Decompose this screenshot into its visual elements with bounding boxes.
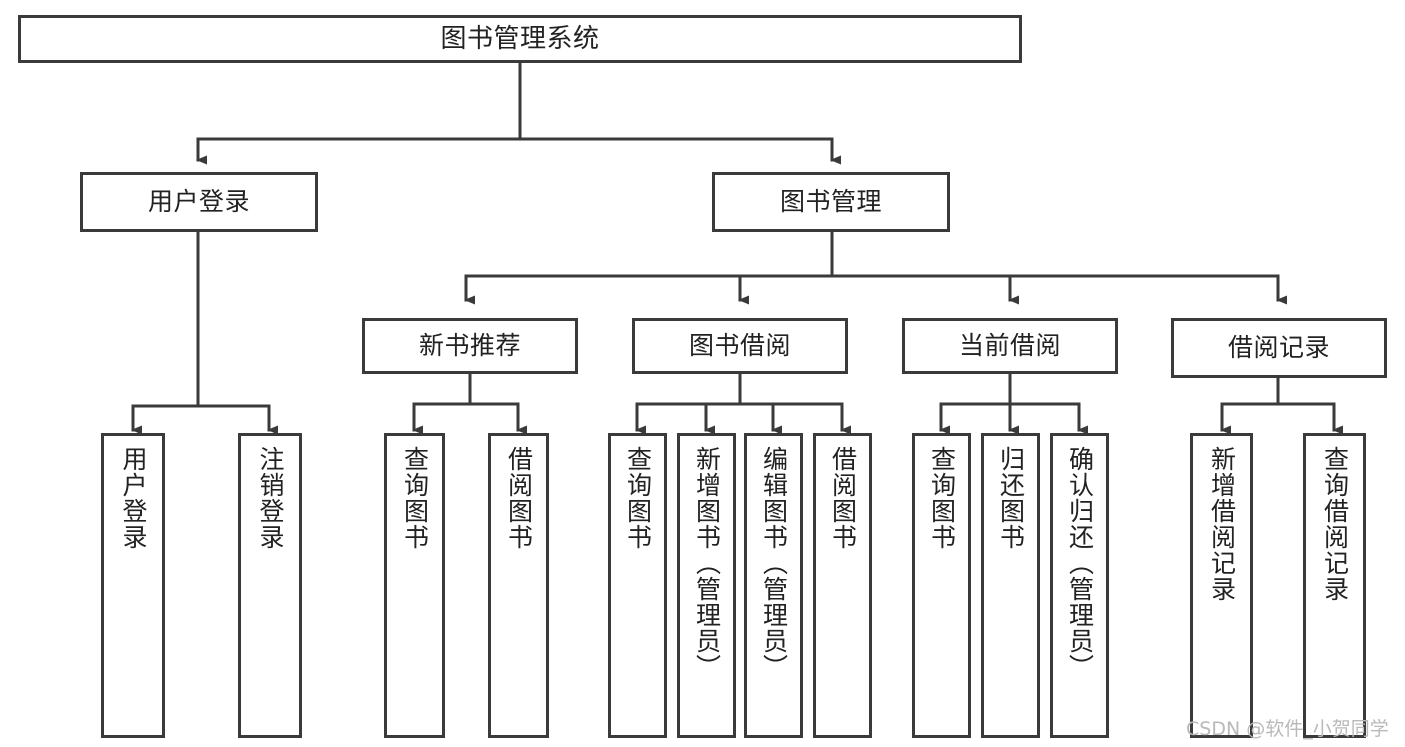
node-book-manage[interactable]: 图书管理 xyxy=(712,172,950,232)
node-label: 用户登录 xyxy=(147,187,250,217)
leaf-user-login[interactable]: 用户登录 xyxy=(101,433,165,738)
node-root-system[interactable]: 图书管理系统 xyxy=(18,15,1022,63)
node-borrow-record[interactable]: 借阅记录 xyxy=(1171,318,1387,378)
node-label: 查询借阅记录 xyxy=(1320,446,1350,602)
leaf-add-book[interactable]: 新增图书（管理员） xyxy=(677,433,736,738)
leaf-query-book-borrow[interactable]: 查询图书 xyxy=(608,433,667,738)
node-label: 当前借阅 xyxy=(958,331,1061,361)
leaf-edit-book[interactable]: 编辑图书（管理员） xyxy=(744,433,803,738)
node-label: 编辑图书（管理员） xyxy=(759,446,789,680)
node-label: 图书借阅 xyxy=(688,331,791,361)
node-label: 借阅图书 xyxy=(504,446,534,550)
leaf-add-borrow-record[interactable]: 新增借阅记录 xyxy=(1190,433,1253,738)
node-label: 注销登录 xyxy=(256,446,285,550)
node-label: 图书管理 xyxy=(779,187,882,217)
node-label: 查询图书 xyxy=(623,446,653,550)
node-label: 新增图书（管理员） xyxy=(692,446,722,680)
node-current-borrow[interactable]: 当前借阅 xyxy=(902,318,1118,374)
leaf-query-borrow-record[interactable]: 查询借阅记录 xyxy=(1303,433,1366,738)
leaf-query-book-recommend[interactable]: 查询图书 xyxy=(384,433,445,738)
node-label: 借阅记录 xyxy=(1227,333,1330,363)
leaf-confirm-return[interactable]: 确认归还（管理员） xyxy=(1050,433,1109,738)
node-new-book-recommend[interactable]: 新书推荐 xyxy=(362,318,578,374)
leaf-borrow-book[interactable]: 借阅图书 xyxy=(813,433,872,738)
leaf-logout-login[interactable]: 注销登录 xyxy=(238,433,302,738)
node-book-borrow[interactable]: 图书借阅 xyxy=(632,318,848,374)
node-user-login[interactable]: 用户登录 xyxy=(80,172,318,232)
node-label: 新书推荐 xyxy=(418,331,521,361)
node-label: 用户登录 xyxy=(119,446,148,550)
leaf-borrow-book-recommend[interactable]: 借阅图书 xyxy=(488,433,549,738)
node-label: 归还图书 xyxy=(996,446,1026,550)
node-label: 新增借阅记录 xyxy=(1207,446,1237,602)
node-label: 查询图书 xyxy=(927,446,957,550)
node-label: 借阅图书 xyxy=(828,446,858,550)
leaf-query-book-current[interactable]: 查询图书 xyxy=(912,433,971,738)
node-label: 查询图书 xyxy=(400,446,430,550)
leaf-return-book[interactable]: 归还图书 xyxy=(981,433,1040,738)
csdn-watermark: CSDN @软件_小贺同学 xyxy=(1186,718,1389,740)
node-label: 确认归还（管理员） xyxy=(1065,446,1095,680)
node-label: 图书管理系统 xyxy=(440,23,600,54)
